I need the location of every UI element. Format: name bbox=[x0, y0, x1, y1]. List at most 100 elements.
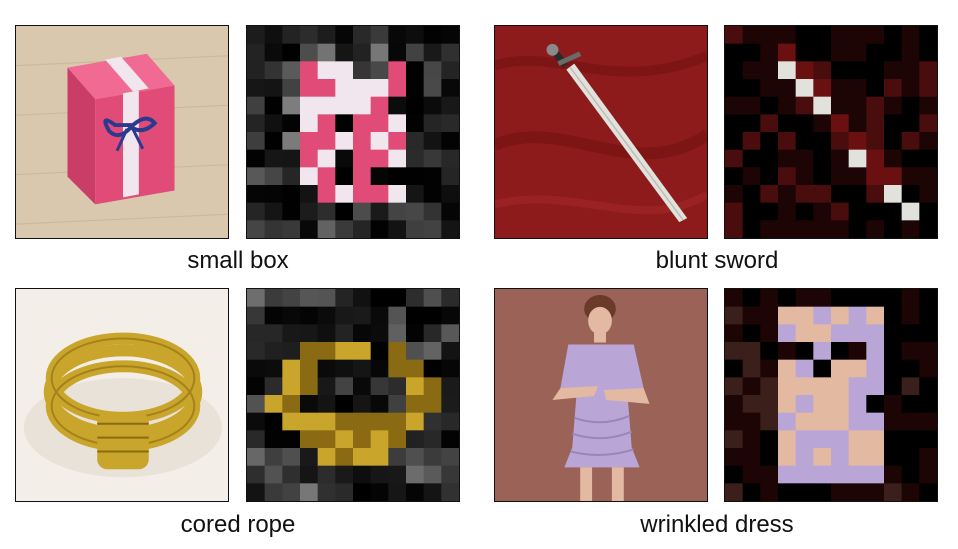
mosaic-cell bbox=[884, 167, 903, 186]
mosaic-cell bbox=[317, 202, 336, 221]
mosaic-cell bbox=[441, 185, 459, 204]
mosaic-cell bbox=[353, 96, 372, 115]
mosaic-cell bbox=[264, 465, 283, 484]
mosaic-cell bbox=[317, 306, 336, 325]
mosaic-cell bbox=[282, 149, 301, 168]
mosaic-cell bbox=[795, 185, 814, 204]
mosaic-cell bbox=[742, 96, 761, 115]
mosaic-cell bbox=[901, 43, 920, 62]
mosaic-cell bbox=[423, 289, 442, 308]
mosaic-cell bbox=[919, 306, 937, 325]
mosaic-cell bbox=[919, 359, 937, 378]
mosaic-cell bbox=[778, 132, 797, 151]
mosaic-cell bbox=[300, 43, 319, 62]
mosaic-cell bbox=[866, 220, 885, 238]
mosaic-cell bbox=[264, 96, 283, 115]
mosaic-cell bbox=[919, 132, 937, 151]
mosaic-cell bbox=[778, 202, 797, 221]
mosaic-cell bbox=[742, 149, 761, 168]
mosaic-cell bbox=[725, 132, 744, 151]
mosaic-cell bbox=[264, 483, 283, 501]
mosaic-cell bbox=[388, 61, 407, 80]
caption-wrinkled-dress: wrinkled dress bbox=[640, 511, 794, 538]
mosaic-cell bbox=[247, 61, 266, 80]
mosaic-cell bbox=[300, 79, 319, 98]
mosaic-cell bbox=[901, 149, 920, 168]
mosaic-cell bbox=[300, 202, 319, 221]
mosaic-cell bbox=[848, 43, 867, 62]
mosaic-cell bbox=[423, 342, 442, 361]
mosaic-cell bbox=[406, 43, 425, 62]
mosaic-cell bbox=[370, 324, 389, 343]
mosaic-cell bbox=[353, 149, 372, 168]
mosaic-cell bbox=[300, 132, 319, 151]
small-box-masked-image bbox=[246, 25, 460, 239]
mosaic-cell bbox=[831, 430, 850, 449]
mosaic-cell bbox=[742, 167, 761, 186]
caption-small-box: small box bbox=[187, 247, 289, 274]
mosaic-cell bbox=[441, 342, 459, 361]
mosaic bbox=[247, 289, 459, 501]
mosaic-cell bbox=[441, 202, 459, 221]
mosaic-cell bbox=[247, 465, 266, 484]
mosaic-cell bbox=[725, 412, 744, 431]
mosaic-cell bbox=[813, 289, 832, 308]
mosaic-cell bbox=[282, 342, 301, 361]
mosaic-cell bbox=[335, 412, 354, 431]
mosaic-cell bbox=[406, 167, 425, 186]
mosaic-cell bbox=[353, 448, 372, 467]
mosaic-cell bbox=[317, 342, 336, 361]
mosaic-cell bbox=[866, 430, 885, 449]
mosaic-cell bbox=[760, 96, 779, 115]
mosaic-cell bbox=[335, 430, 354, 449]
mosaic-cell bbox=[848, 114, 867, 133]
mosaic-cell bbox=[848, 149, 867, 168]
wrinkled-dress-masked-image bbox=[724, 288, 938, 502]
mosaic-cell bbox=[406, 359, 425, 378]
mosaic-cell bbox=[884, 202, 903, 221]
mosaic-cell bbox=[388, 377, 407, 396]
mosaic-cell bbox=[725, 96, 744, 115]
mosaic-cell bbox=[388, 220, 407, 238]
mosaic-cell bbox=[264, 289, 283, 308]
mosaic-cell bbox=[742, 448, 761, 467]
mosaic-cell bbox=[901, 430, 920, 449]
mosaic-cell bbox=[264, 412, 283, 431]
mosaic-cell bbox=[795, 114, 814, 133]
mosaic-cell bbox=[866, 395, 885, 414]
mosaic-cell bbox=[725, 342, 744, 361]
mosaic-cell bbox=[353, 43, 372, 62]
mosaic-cell bbox=[247, 324, 266, 343]
mosaic-cell bbox=[795, 448, 814, 467]
mosaic-cell bbox=[335, 359, 354, 378]
mosaic-cell bbox=[335, 132, 354, 151]
mosaic-cell bbox=[848, 61, 867, 80]
mosaic-cell bbox=[725, 430, 744, 449]
mosaic-cell bbox=[866, 465, 885, 484]
mosaic-cell bbox=[282, 430, 301, 449]
mosaic-cell bbox=[866, 359, 885, 378]
mosaic-cell bbox=[760, 185, 779, 204]
mosaic-cell bbox=[760, 289, 779, 308]
mosaic-cell bbox=[884, 448, 903, 467]
mosaic-cell bbox=[795, 430, 814, 449]
mosaic-cell bbox=[335, 324, 354, 343]
mosaic-cell bbox=[848, 395, 867, 414]
mosaic-cell bbox=[884, 359, 903, 378]
mosaic-cell bbox=[919, 448, 937, 467]
mosaic-cell bbox=[282, 377, 301, 396]
mosaic-cell bbox=[778, 395, 797, 414]
mosaic-cell bbox=[760, 395, 779, 414]
mosaic-cell bbox=[795, 483, 814, 501]
mosaic-cell bbox=[441, 149, 459, 168]
mosaic-cell bbox=[778, 61, 797, 80]
mosaic-cell bbox=[264, 61, 283, 80]
mosaic-cell bbox=[919, 202, 937, 221]
mosaic-cell bbox=[778, 359, 797, 378]
mosaic-cell bbox=[813, 202, 832, 221]
mosaic-cell bbox=[441, 96, 459, 115]
mosaic-cell bbox=[760, 359, 779, 378]
mosaic-cell bbox=[742, 132, 761, 151]
mosaic-cell bbox=[388, 412, 407, 431]
mosaic-cell bbox=[335, 43, 354, 62]
